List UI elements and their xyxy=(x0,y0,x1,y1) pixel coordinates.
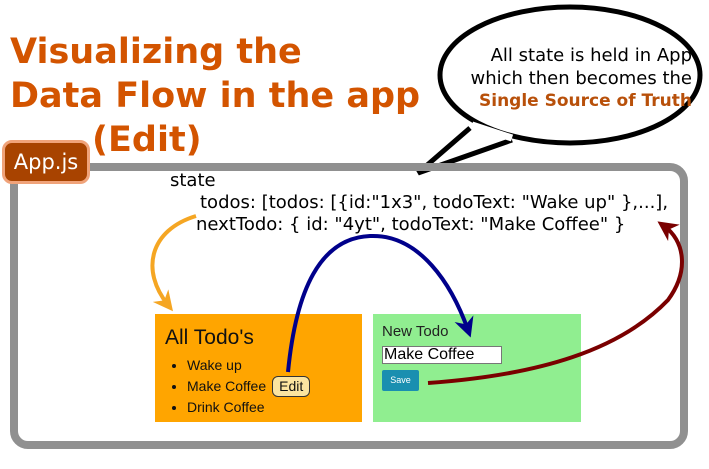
edit-button[interactable]: Edit xyxy=(272,376,311,398)
title-line-3: (Edit) xyxy=(92,120,202,160)
callout-text: All state is held in App which then beco… xyxy=(440,44,692,113)
state-label: state xyxy=(170,170,216,191)
state-code: state todos: [todos: [{id:"1x3", todoTex… xyxy=(170,170,668,236)
speech-bubble-tail xyxy=(416,126,513,176)
new-todo-label: New Todo xyxy=(382,323,449,340)
todo-item-label: Make Coffee xyxy=(187,377,267,394)
state-nexttodo-line: nextTodo: { id: "4yt", todoText: "Make C… xyxy=(196,214,626,235)
title-line-2: Data Flow in the app xyxy=(10,76,421,116)
todos-panel: All Todo's Wake up Make Coffee Edit Drink… xyxy=(155,314,362,422)
todo-item-label: Wake up xyxy=(187,357,242,373)
todo-item-label: Drink Coffee xyxy=(187,399,265,416)
callout-line-1: All state is held in App xyxy=(490,45,692,66)
list-item: Make Coffee Edit xyxy=(187,376,311,398)
speech-bubble-ellipse xyxy=(437,4,703,146)
title-line-1: Visualizing the xyxy=(10,32,302,72)
app-tag: App.js xyxy=(2,140,90,184)
state-todos-line: todos: [todos: [{id:"1x3", todoText: "Wa… xyxy=(200,192,669,213)
callout-highlight: Single Source of Truth xyxy=(479,91,692,111)
list-item: Drink Coffee xyxy=(187,397,310,418)
new-todo-input[interactable] xyxy=(382,346,502,364)
save-button[interactable]: Save xyxy=(382,370,419,391)
list-item: Wake up xyxy=(187,355,310,376)
todos-heading: All Todo's xyxy=(165,326,254,349)
callout-line-2: which then becomes the xyxy=(470,68,692,89)
todo-list: Wake up Make Coffee Edit Drink Coffee xyxy=(167,355,311,418)
app-frame xyxy=(10,163,688,449)
speech-bubble-tail-mask xyxy=(470,121,514,142)
page-title: Visualizing the Data Flow in the app (Ed… xyxy=(10,30,420,162)
new-todo-panel: New Todo Save xyxy=(373,314,581,422)
